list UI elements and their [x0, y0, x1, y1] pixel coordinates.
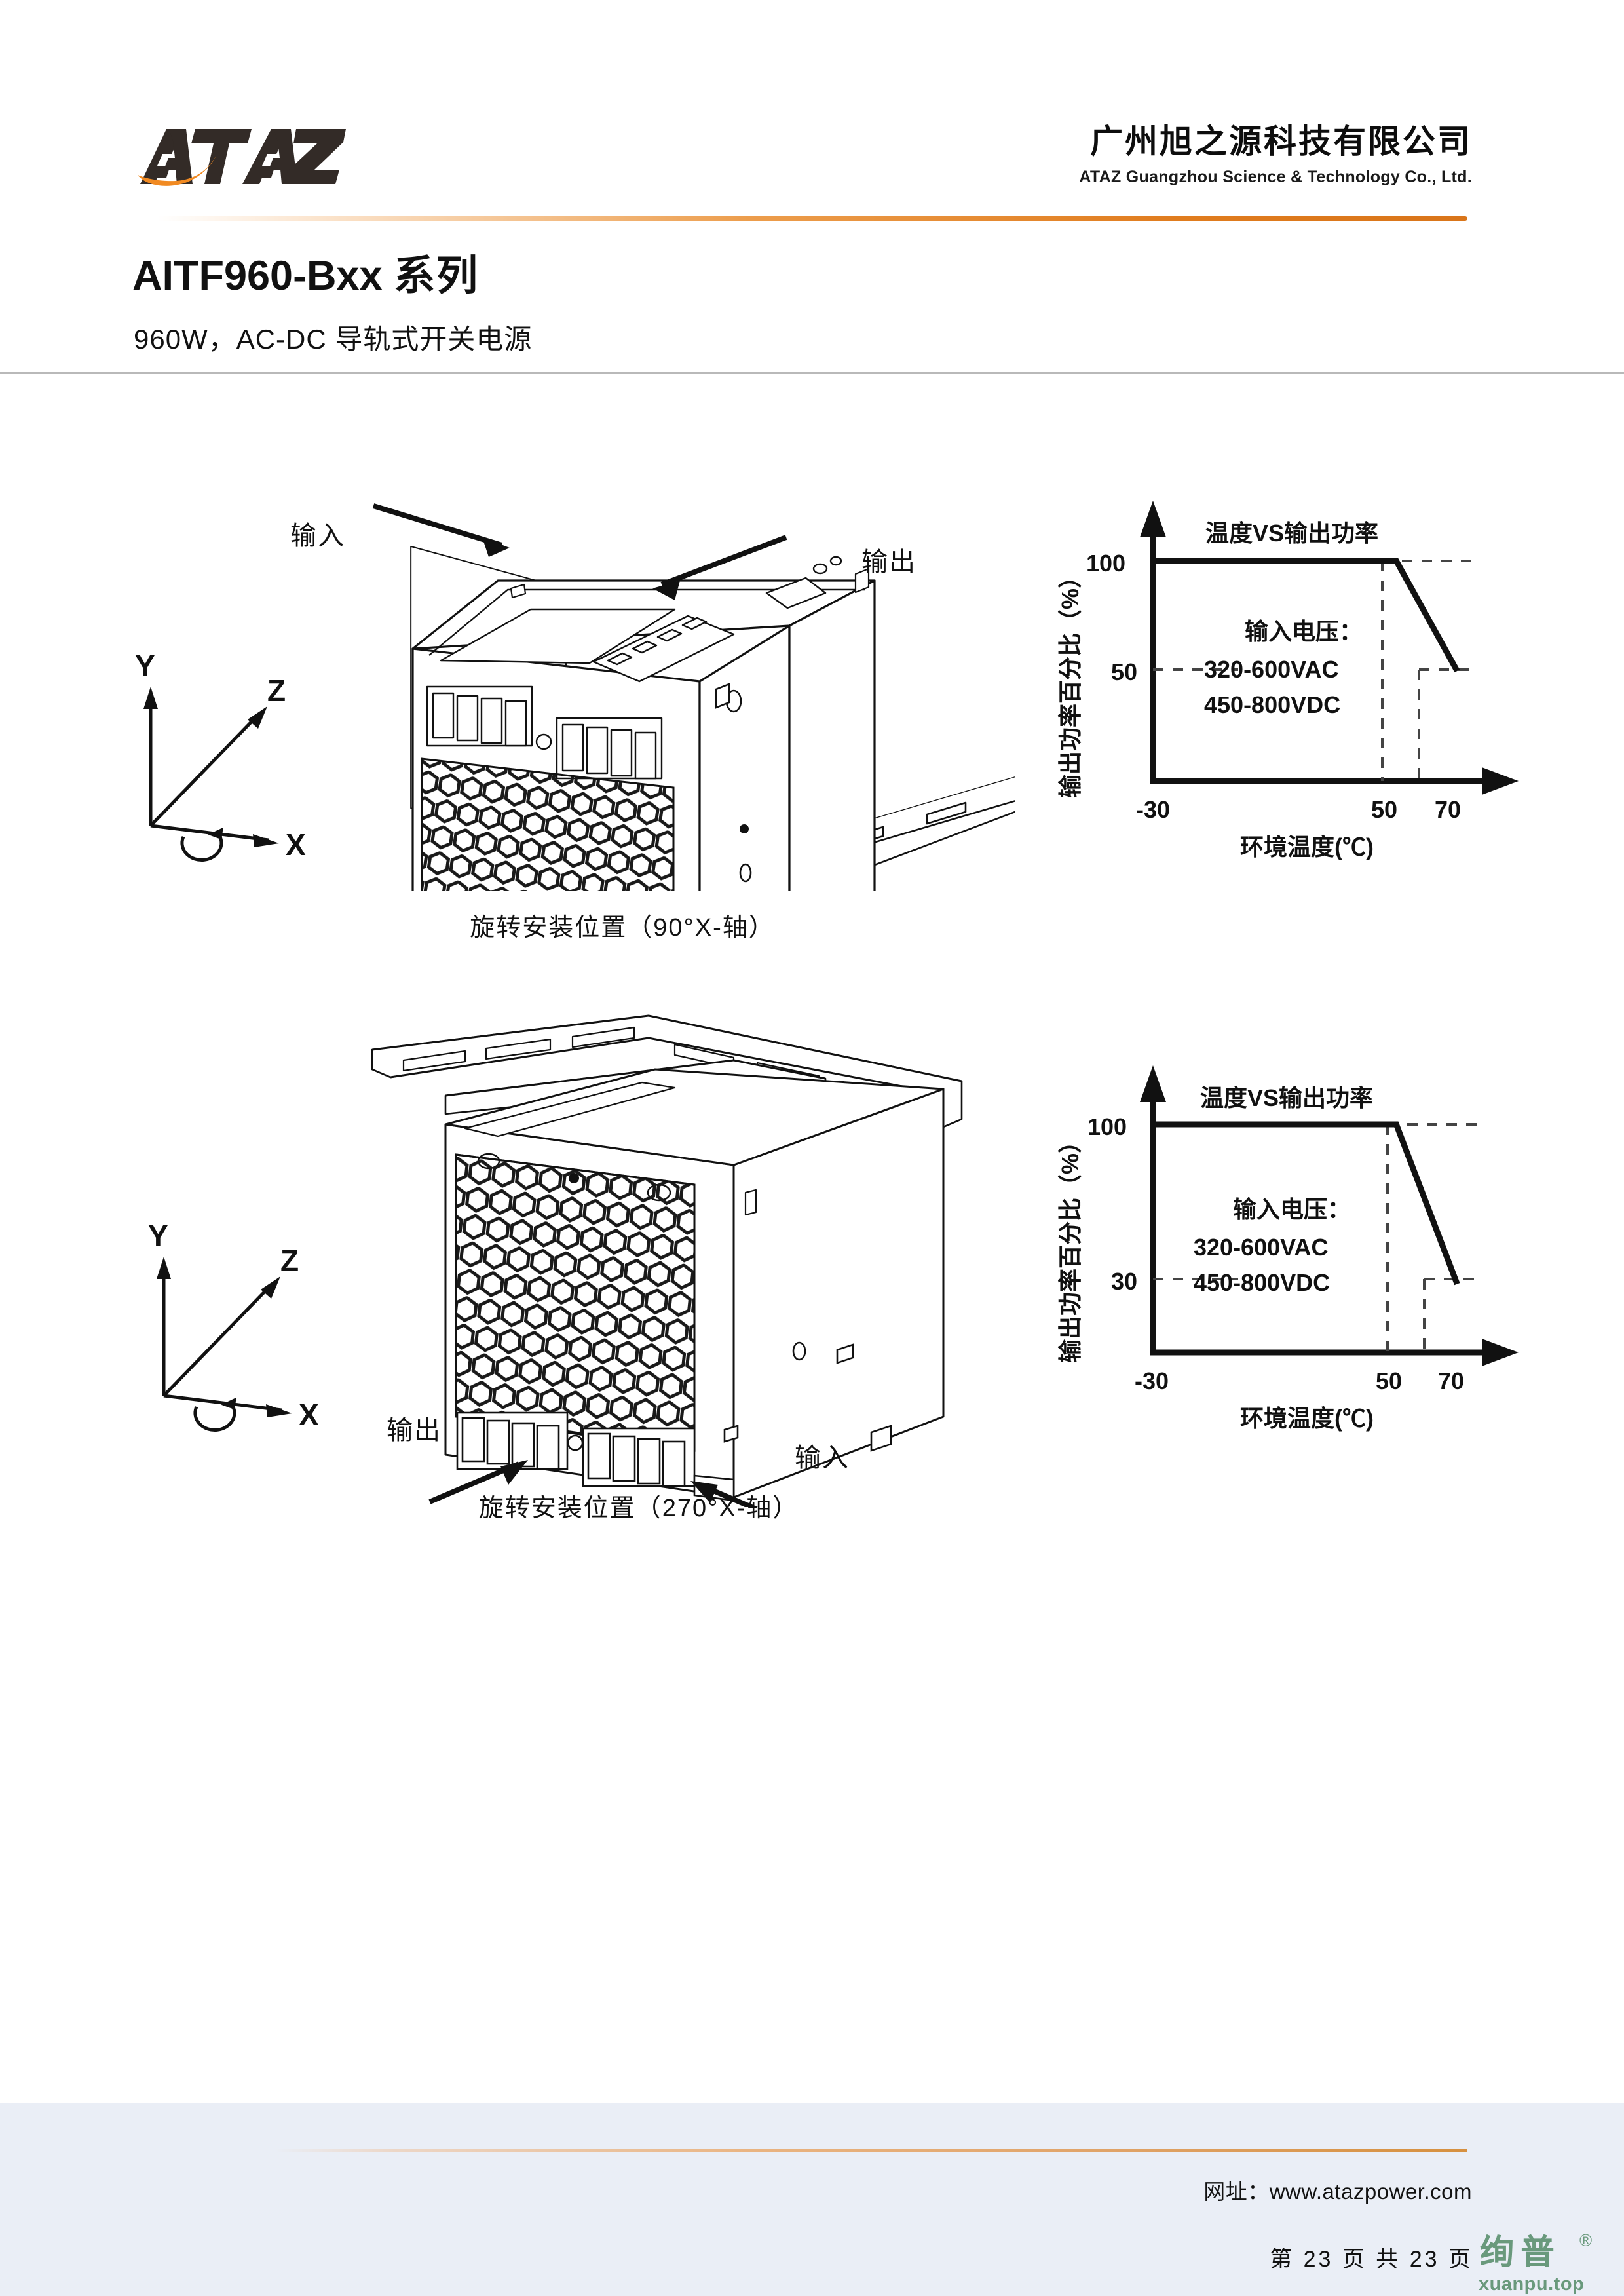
chart1-annot-1: 320-600VAC — [1204, 656, 1338, 683]
watermark: 绚普 ® xuanpu.top — [1476, 2228, 1614, 2296]
header-accent-rule — [157, 216, 1467, 221]
company-name-cn: 广州旭之源科技有限公司 — [1090, 123, 1472, 160]
callout-output-270 — [428, 1460, 528, 1504]
x-axis-arrow-icon — [1482, 1339, 1519, 1366]
chart2-annot-0: 输入电压： — [1233, 1196, 1351, 1223]
figure-caption-270: 旋转安装位置（270°X-轴） — [478, 1495, 799, 1522]
footer-accent-rule — [275, 2149, 1467, 2152]
chart-title-2: 温度VS输出功率 — [1200, 1084, 1373, 1111]
figure-caption-90: 旋转安装位置（90°X-轴） — [470, 914, 775, 942]
callout-label-output-270: 输出 — [387, 1416, 442, 1445]
ataz-logo-mark — [138, 129, 346, 186]
chart-title-1: 温度VS输出功率 — [1205, 520, 1378, 546]
derating-curve-1 — [1153, 558, 1460, 673]
company-name-block: 广州旭之源科技有限公司 ATAZ Guangzhou Science & Tec… — [1079, 123, 1472, 187]
callout-label-input-270: 输入 — [795, 1444, 850, 1472]
watermark-en: xuanpu.top — [1479, 2274, 1585, 2295]
chart2-xlabel: 环境温度(℃) — [1240, 1405, 1374, 1432]
product-illustration-270 — [367, 1009, 1022, 1507]
callout-output-90 — [652, 535, 787, 600]
gizmo-label-y: Y — [135, 649, 155, 683]
chart2-ytick-30: 30 — [1111, 1268, 1137, 1295]
page-subtitle: 960W，AC-DC 导轨式开关电源 — [134, 324, 533, 354]
header-divider — [0, 372, 1624, 374]
chart1-ylabel: 输出功率百分比（%） — [1057, 565, 1084, 798]
callout-input-270 — [690, 1481, 759, 1507]
product-illustration-90 — [282, 459, 1015, 891]
chart2-xtick-70: 70 — [1438, 1368, 1464, 1394]
footer-website[interactable]: 网址：www.atazpower.com — [1203, 2179, 1472, 2204]
gizmo-label-x: X — [299, 1398, 319, 1432]
chart2-ylabel: 输出功率百分比（%） — [1057, 1130, 1084, 1363]
derating-chart-1: 温度VS输出功率 100 50 -30 50 70 环境温度(℃) 输出功率百分… — [1042, 485, 1566, 871]
page-footer — [0, 2103, 1624, 2296]
ataz-logo — [132, 121, 349, 197]
derating-chart-2: 温度VS输出功率 100 30 -30 50 70 环境温度(℃) 输出功率百分… — [1042, 1056, 1566, 1443]
chart1-xlabel: 环境温度(℃) — [1240, 833, 1374, 860]
gizmo-label-x: X — [286, 828, 306, 862]
page-header: 广州旭之源科技有限公司 ATAZ Guangzhou Science & Tec… — [0, 0, 1624, 236]
gizmo-label-y: Y — [148, 1219, 168, 1253]
chart2-annot-2: 450-800VDC — [1194, 1269, 1330, 1296]
chart1-ytick-50: 50 — [1111, 659, 1137, 685]
axis-gizmo-270: Y Z X — [124, 1199, 360, 1461]
derating-curve-2 — [1153, 1121, 1460, 1286]
chart1-xtick-50: 50 — [1371, 796, 1397, 823]
chart1-annot-0: 输入电压： — [1245, 618, 1363, 645]
footer-page-number: 第 23 页 共 23 页 — [1270, 2247, 1473, 2272]
chart1-xtick-m30: -30 — [1136, 796, 1170, 823]
chart2-annot-1: 320-600VAC — [1194, 1234, 1328, 1261]
model-series-suffix: 系列 — [394, 253, 480, 299]
callout-label-input-90: 输入 — [290, 522, 345, 550]
axis-gizmo-90: Y Z X — [111, 629, 347, 891]
x-axis-arrow-icon — [1482, 767, 1519, 795]
chart2-xtick-50: 50 — [1376, 1368, 1402, 1394]
chart1-ytick-100: 100 — [1086, 550, 1125, 577]
company-name-en: ATAZ Guangzhou Science & Technology Co.,… — [1079, 167, 1472, 186]
gizmo-label-z: Z — [267, 674, 286, 708]
chart2-ytick-100: 100 — [1087, 1113, 1127, 1140]
model-number: AITF960-Bxx — [132, 253, 383, 299]
chart1-annot-2: 450-800VDC — [1204, 691, 1340, 718]
chart2-xtick-m30: -30 — [1135, 1368, 1169, 1394]
callout-label-output-90: 输出 — [861, 548, 916, 577]
watermark-cn: 绚普 — [1480, 2234, 1562, 2272]
chart1-xtick-70: 70 — [1435, 796, 1461, 823]
gizmo-label-z: Z — [280, 1244, 299, 1278]
watermark-registered-icon: ® — [1579, 2230, 1593, 2250]
page-title: AITF960-Bxx 系列 — [132, 242, 479, 302]
y-axis-arrow-icon — [1140, 501, 1166, 537]
y-axis-arrow-icon — [1140, 1065, 1166, 1102]
callout-input-90 — [372, 503, 510, 557]
